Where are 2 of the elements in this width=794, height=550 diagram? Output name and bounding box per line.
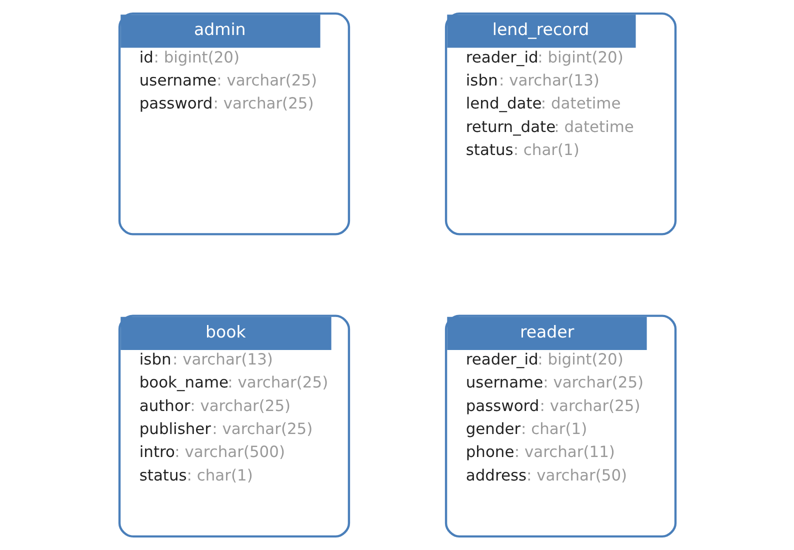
node-box: admin id: bigint(20) username: varchar(25) password: varchar(25) [118,12,350,236]
node-box: lend_record reader_id: bigint(20) isbn: varchar(13) lend_date: datetime return_date: datetime status: char(1) [444,12,676,236]
